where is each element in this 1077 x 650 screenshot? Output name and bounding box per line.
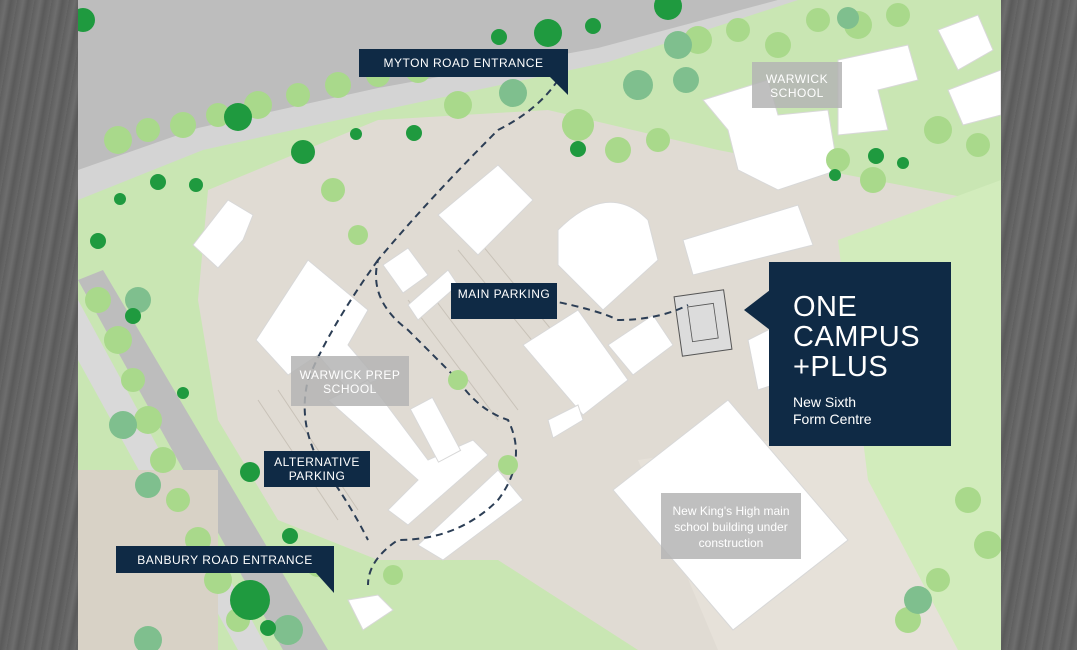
road-verge: [78, 0, 798, 200]
building-north-1: [437, 164, 534, 256]
sixth-form-centre-outline: [673, 289, 733, 357]
label-new-kings-high: New King's High main school building und…: [661, 493, 801, 559]
campus-map[interactable]: Myton Road Entrance Main Parking Alterna…: [78, 0, 1001, 650]
building-west: [192, 199, 254, 269]
building-ne-2: [947, 69, 1001, 126]
route-main-parking: [547, 299, 689, 322]
building-sw: [347, 594, 394, 631]
callout-pointer: [744, 290, 770, 330]
label-banbury-road-entrance: Banbury Road Entrance: [116, 546, 334, 573]
trees-grey-green: [109, 7, 932, 650]
building-block-small: [409, 396, 462, 463]
label-new-kings-high-text: New King's High main school building und…: [672, 504, 790, 550]
label-warwick-school: Warwick School: [752, 62, 842, 108]
label-warwick-prep-school-text: Warwick Prep School: [299, 368, 401, 396]
label-warwick-school-text: Warwick School: [765, 72, 829, 100]
label-myton-road-entrance-text: Myton Road Entrance: [383, 56, 544, 70]
label-myton-road-entrance: Myton Road Entrance: [359, 49, 568, 77]
building-ne-1: [937, 14, 994, 71]
myton-road: [78, 0, 778, 185]
label-main-parking-text: Main Parking: [457, 287, 551, 301]
building-prep-south: [327, 379, 489, 526]
building-central-2: [607, 314, 674, 376]
label-banbury-road-entrance-text: Banbury Road Entrance: [137, 553, 313, 567]
buildings: [192, 14, 1001, 631]
building-north-2: [382, 247, 429, 294]
callout-brand-line-1: ONE: [793, 291, 858, 323]
building-central-1: [522, 309, 629, 416]
trees-dark: [78, 0, 909, 636]
pointer-myton-road-entrance: [550, 77, 568, 95]
route-alternative-parking: [303, 259, 379, 541]
background-wood-right: [1001, 0, 1077, 650]
label-alternative-parking: Alternative Parking: [264, 451, 370, 487]
building-warwick-school-east: [837, 44, 919, 136]
label-main-parking: Main Parking: [451, 283, 557, 319]
pointer-banbury-road-entrance: [316, 573, 334, 593]
callout-brand-line-3: +PLUS: [793, 351, 889, 383]
building-east-1: [682, 204, 814, 276]
building-central-3: [547, 404, 584, 439]
building-dome: [557, 201, 659, 311]
building-south-hall: [417, 469, 524, 561]
callout-subtitle-line-1: New Sixth: [793, 394, 857, 410]
one-campus-plus-callout: ONE CAMPUS +PLUS New Sixth Form Centre: [769, 262, 951, 446]
callout-brand-line-2: CAMPUS: [793, 321, 921, 353]
callout-subtitle: New Sixth Form Centre: [793, 394, 929, 428]
label-alternative-parking-text: Alternative Parking: [274, 455, 360, 483]
background-wood-left: [0, 0, 78, 650]
label-warwick-prep-school: Warwick Prep School: [291, 356, 409, 406]
callout-subtitle-line-2: Form Centre: [793, 411, 872, 427]
